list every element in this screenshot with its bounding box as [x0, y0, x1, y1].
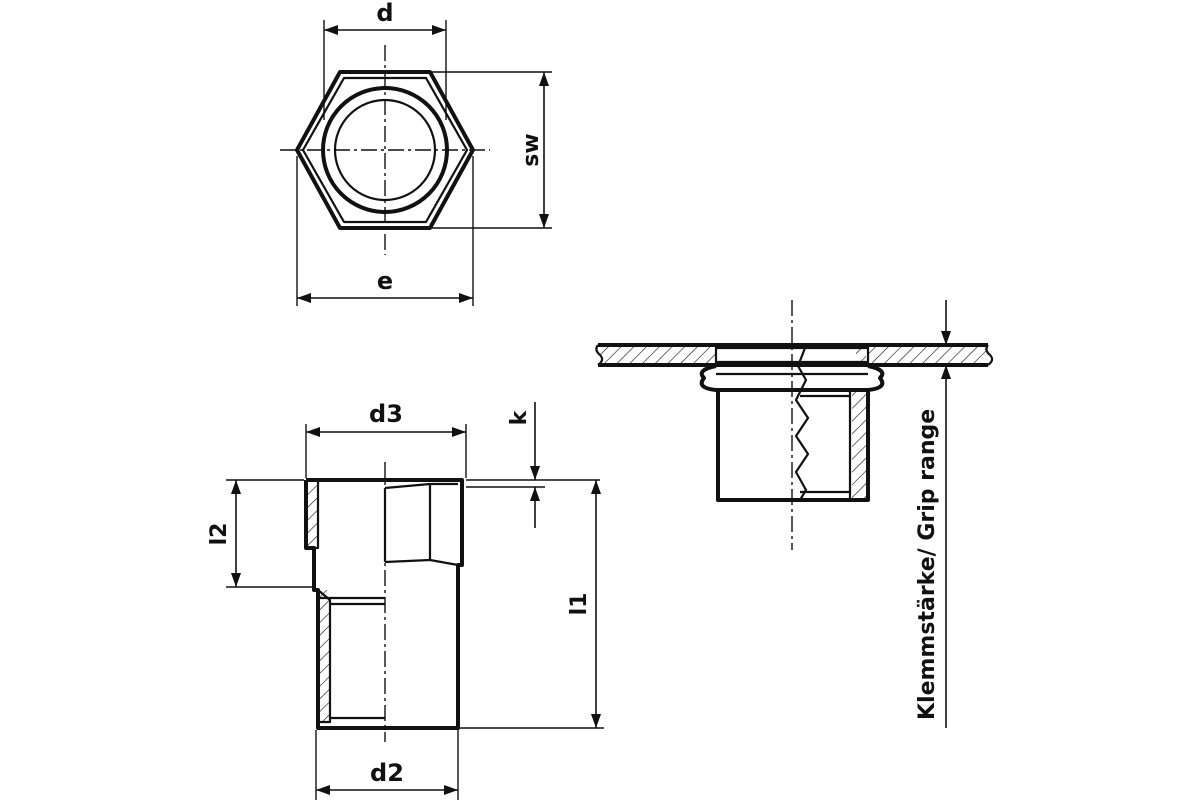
- dim-label-d3: d3: [369, 400, 403, 428]
- hatch-head-wall: [306, 482, 318, 548]
- sheet-right-hatch: [868, 346, 986, 364]
- dimension-d: d: [323, 0, 447, 120]
- dim-label-l2: l2: [207, 523, 232, 546]
- installed-hatch-body: [852, 392, 866, 498]
- sheet-left-hatch: [600, 346, 716, 364]
- dim-label-l1: l1: [567, 593, 592, 616]
- dim-label-d: d: [376, 0, 393, 27]
- section-inner-contour: [314, 482, 320, 550]
- dimension-k: k: [466, 402, 600, 528]
- sheet-break-right: [985, 344, 994, 366]
- dim-label-sw: sw: [519, 133, 544, 166]
- installed-hatch-flange: [856, 348, 866, 362]
- dimension-e: e: [296, 156, 474, 306]
- thread-inner-line: [317, 589, 332, 724]
- hatch-body-wall: [318, 590, 330, 722]
- grip-range-label: Klemmstärke/ Grip range: [915, 409, 940, 720]
- hexagon-inner-outline: [301, 76, 469, 224]
- dim-label-e: e: [377, 267, 393, 295]
- installed-view: Klemmstärke/ Grip range: [595, 300, 994, 728]
- dimension-l2: l2: [207, 479, 312, 588]
- dim-label-k: k: [507, 409, 532, 425]
- sheet-break-left: [595, 344, 604, 366]
- dimension-l1: l1: [460, 480, 604, 729]
- hex-socket-right: [384, 482, 458, 490]
- break-zigzag: [794, 347, 810, 501]
- section-outer-contour: [304, 478, 464, 730]
- installed-body: [716, 390, 870, 502]
- top-view: d sw e: [280, 0, 552, 306]
- dimension-sw: sw: [432, 71, 552, 229]
- dimension-d2: d2: [315, 730, 459, 800]
- dimension-d3: d3: [305, 400, 467, 478]
- dim-label-d2: d2: [370, 759, 404, 787]
- dimension-grip-range: Klemmstärke/ Grip range: [915, 300, 951, 728]
- section-view: d3 k l2 l1: [207, 400, 604, 800]
